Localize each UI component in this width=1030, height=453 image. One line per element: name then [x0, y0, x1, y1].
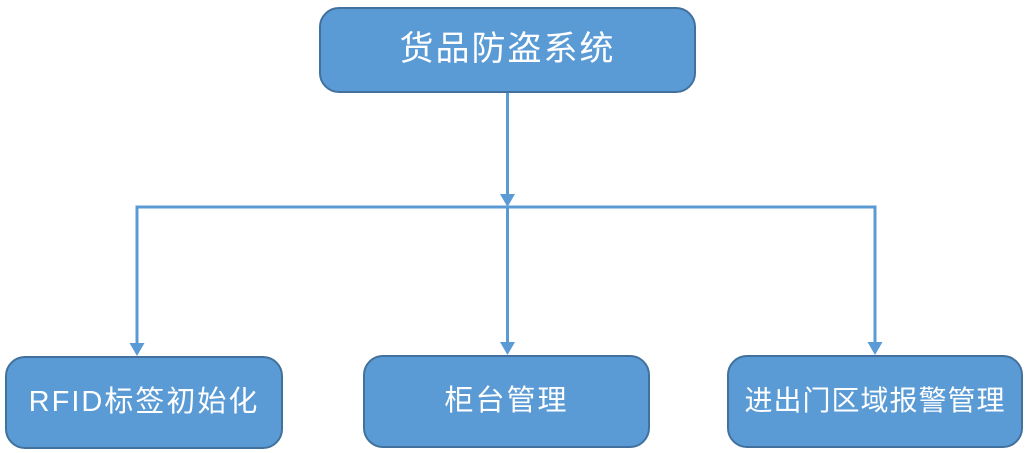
connector-bus-to-counter [500, 207, 515, 355]
node-entry-exit-area-alarm-management: 进出门区域报警管理 [727, 355, 1023, 448]
connector-bus-to-alarm [867, 205, 883, 355]
node-rfid-tag-initialization: RFID标签初始化 [5, 356, 283, 449]
connector-bus-to-rfid [129, 205, 145, 356]
node-anti-theft-system-label: 货品防盗系统 [399, 30, 616, 69]
node-anti-theft-system: 货品防盗系统 [319, 7, 696, 93]
node-counter-management: 柜台管理 [363, 355, 650, 448]
node-entry-exit-area-alarm-management-label: 进出门区域报警管理 [744, 385, 1006, 417]
node-counter-management-label: 柜台管理 [444, 384, 569, 417]
connector-root-to-bus [500, 93, 515, 207]
node-rfid-tag-initialization-label: RFID标签初始化 [28, 385, 260, 418]
